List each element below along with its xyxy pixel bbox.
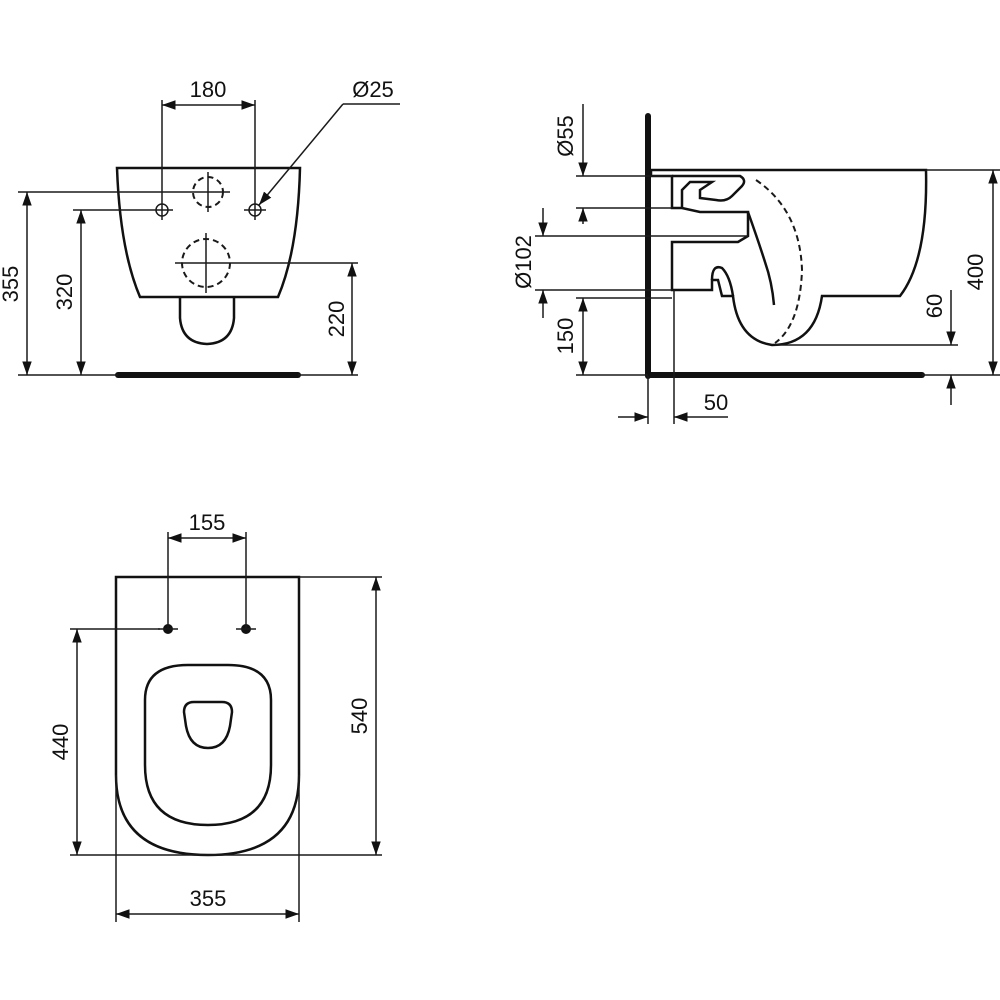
dim-inlet-diameter: Ø55 — [553, 104, 672, 224]
top-view: 155 440 540 355 — [48, 510, 382, 922]
dim-front-outlet-height: 220 — [240, 262, 358, 376]
dim-front-overall-height-label: 355 — [0, 266, 23, 303]
dim-bowl-offset: 60 — [775, 290, 958, 405]
dim-rim-height-label: 400 — [963, 254, 988, 291]
dim-hole-spacing-label: 180 — [190, 77, 227, 102]
dim-inlet-diameter-label: Ø55 — [553, 115, 578, 157]
dim-fixing-height: 320 — [52, 209, 152, 375]
side-trap-inner — [746, 211, 776, 306]
dim-fixing-spacing: 155 — [167, 510, 247, 629]
dim-wall-offset: 50 — [618, 290, 728, 424]
dim-overall-length: 540 — [208, 576, 382, 856]
dim-rim-height: 400 — [922, 169, 1000, 376]
front-view: 180 Ø25 355 320 220 — [0, 77, 400, 378]
dim-wall-offset-label: 50 — [704, 390, 728, 415]
dim-outlet-diameter: Ø102 — [511, 208, 748, 318]
front-outlet-outline — [178, 297, 236, 346]
dim-front-outlet-height-label: 220 — [324, 301, 349, 338]
front-bowl-outline — [115, 166, 302, 299]
front-outlet-circle — [175, 233, 240, 293]
side-rim-detail — [672, 174, 746, 208]
front-inlet-circle — [187, 172, 230, 212]
dim-hole-diameter-label: Ø25 — [352, 77, 394, 102]
front-fixing-hole-right — [244, 200, 266, 220]
top-seat-outline — [143, 663, 273, 827]
side-view: Ø55 Ø102 150 50 — [511, 104, 1000, 424]
dim-bowl-offset-label: 60 — [922, 294, 947, 318]
side-bowl-outline — [649, 168, 928, 347]
side-flush-dashed — [755, 179, 804, 344]
dim-hole-diameter: Ø25 — [258, 77, 400, 206]
dim-side-outlet-height-label: 150 — [553, 318, 578, 355]
dim-overall-width-label: 355 — [190, 886, 227, 911]
dim-fixing-depth-label: 440 — [48, 724, 73, 761]
dim-overall-length-label: 540 — [347, 698, 372, 735]
dim-fixing-depth: 440 — [48, 628, 208, 856]
side-trap-outer — [710, 266, 735, 297]
dim-fixing-height-label: 320 — [52, 274, 77, 311]
dim-front-overall-height: 355 — [0, 191, 187, 376]
front-fixing-hole-left — [152, 200, 173, 220]
dim-outlet-diameter-label: Ø102 — [511, 235, 536, 289]
dim-side-outlet-height: 150 — [553, 297, 672, 376]
dim-hole-spacing: 180 — [161, 77, 256, 200]
dim-fixing-spacing-label: 155 — [189, 510, 226, 535]
top-opening-outline — [182, 700, 234, 750]
dim-overall-width: 355 — [115, 775, 300, 922]
